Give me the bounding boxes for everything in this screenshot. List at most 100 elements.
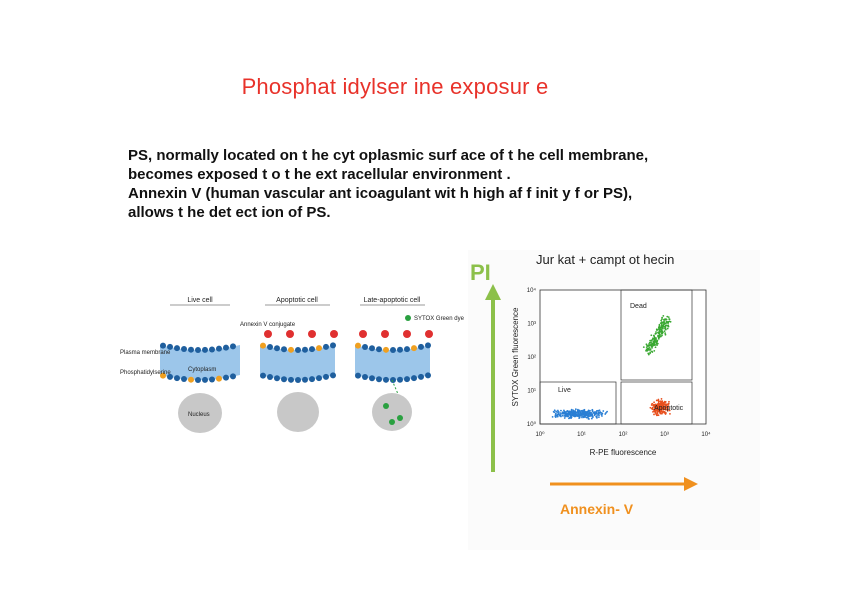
event-live [559, 412, 562, 415]
event-live [597, 416, 600, 419]
lipid-head-inner [309, 376, 315, 383]
lipid-head-outer [397, 346, 403, 353]
annexin-conjugate [425, 330, 433, 338]
event-dead [652, 337, 654, 340]
event-dead [645, 346, 648, 349]
event-live [565, 415, 567, 418]
x-tick-label: 10⁰ [535, 431, 545, 438]
y-axis-label: SYTOX Green fluorescence [511, 307, 520, 407]
panel-label-live: Live cell [187, 297, 213, 304]
event-live [556, 415, 559, 418]
event-apoptotic [659, 400, 662, 403]
event-live [600, 411, 603, 414]
event-live [553, 411, 556, 414]
event-apoptotic [651, 406, 654, 409]
event-live [589, 413, 592, 415]
event-dead [648, 341, 651, 344]
event-dead [668, 320, 671, 323]
sytox-stain [389, 419, 395, 425]
event-apoptotic [669, 412, 671, 415]
event-live [598, 414, 600, 417]
event-apoptotic [663, 403, 666, 406]
event-dead [668, 318, 671, 321]
event-live [575, 411, 578, 414]
lipid-head-inner [383, 376, 389, 383]
lipid-head-inner [274, 375, 280, 382]
x-tick-label: 10² [619, 432, 628, 438]
nucleus-apoptotic [277, 392, 319, 432]
lipid-head-outer [309, 346, 315, 353]
event-live [583, 413, 586, 415]
event-apoptotic [667, 407, 669, 410]
event-apoptotic [656, 403, 659, 406]
pi-label: PI [470, 260, 491, 285]
gate-label-apoptotic: Apoptotic [654, 405, 684, 412]
event-dead [656, 344, 658, 347]
event-apoptotic [668, 400, 670, 403]
event-dead [665, 324, 668, 327]
sytox-legend-dot [405, 315, 411, 321]
event-live [573, 413, 576, 416]
label-cytoplasm: Cytoplasm [188, 367, 216, 373]
event-apoptotic [653, 413, 655, 416]
event-live [591, 413, 593, 415]
lipid-head-outer [288, 346, 294, 353]
membrane-apoptotic [260, 345, 335, 380]
annexin-conjugate [330, 330, 338, 338]
lipid-head-inner [418, 373, 424, 380]
event-live [563, 411, 566, 414]
lipid-head-outer [209, 346, 215, 353]
event-dead [660, 332, 663, 335]
event-live [551, 415, 554, 418]
event-live [587, 409, 590, 412]
event-live [558, 412, 560, 414]
event-apoptotic [656, 414, 659, 417]
event-live [561, 411, 564, 414]
event-dead [642, 346, 645, 348]
event-apoptotic [655, 399, 658, 402]
lipid-head-outer [425, 342, 431, 349]
lipid-head-outer [202, 346, 208, 353]
slide-title: Phosphat idylser ine exposur e [241, 74, 549, 99]
event-live [581, 411, 584, 414]
event-dead [650, 350, 653, 353]
event-dead [654, 344, 657, 346]
lipid-head-inner [288, 376, 294, 383]
event-dead [664, 332, 667, 334]
event-live [591, 415, 594, 418]
lipid-head-outer [411, 345, 417, 352]
lipid-head-inner [323, 373, 329, 380]
event-live [580, 409, 583, 412]
event-live [594, 411, 596, 413]
lipid-head-inner [376, 376, 382, 383]
event-apoptotic [666, 409, 669, 412]
event-live [560, 409, 562, 412]
event-live [600, 413, 603, 416]
event-live [574, 408, 577, 411]
lipid-head-outer [188, 346, 194, 353]
event-apoptotic [658, 404, 661, 407]
gate-live [539, 381, 617, 425]
sytox-stain [383, 403, 389, 409]
lipid-head-inner [267, 374, 273, 381]
event-dead [651, 345, 654, 347]
flow-cytometry-panel: Jur kat + campt ot hecin PI Annexin- V 1… [468, 250, 760, 550]
x-tick-label: 10⁴ [701, 431, 711, 438]
event-dead [647, 345, 649, 348]
lipid-head-outer [404, 346, 410, 353]
event-live [577, 415, 580, 417]
lipid-head-outer [418, 343, 424, 350]
y-tick-label: 10¹ [527, 389, 536, 395]
lipid-head-inner [411, 375, 417, 382]
panel-label-apoptotic: Apoptotic cell [276, 297, 318, 304]
event-dead [658, 336, 661, 339]
lipid-head-inner [362, 374, 368, 381]
lipid-head-outer [260, 342, 266, 349]
lipid-head-inner [369, 375, 375, 382]
lipid-head-outer [230, 343, 236, 350]
y-tick-label: 10⁴ [527, 287, 537, 294]
event-live [569, 416, 571, 419]
x-tick-label: 10¹ [577, 432, 586, 438]
event-apoptotic [665, 405, 667, 407]
annexin-conjugate [286, 330, 294, 338]
